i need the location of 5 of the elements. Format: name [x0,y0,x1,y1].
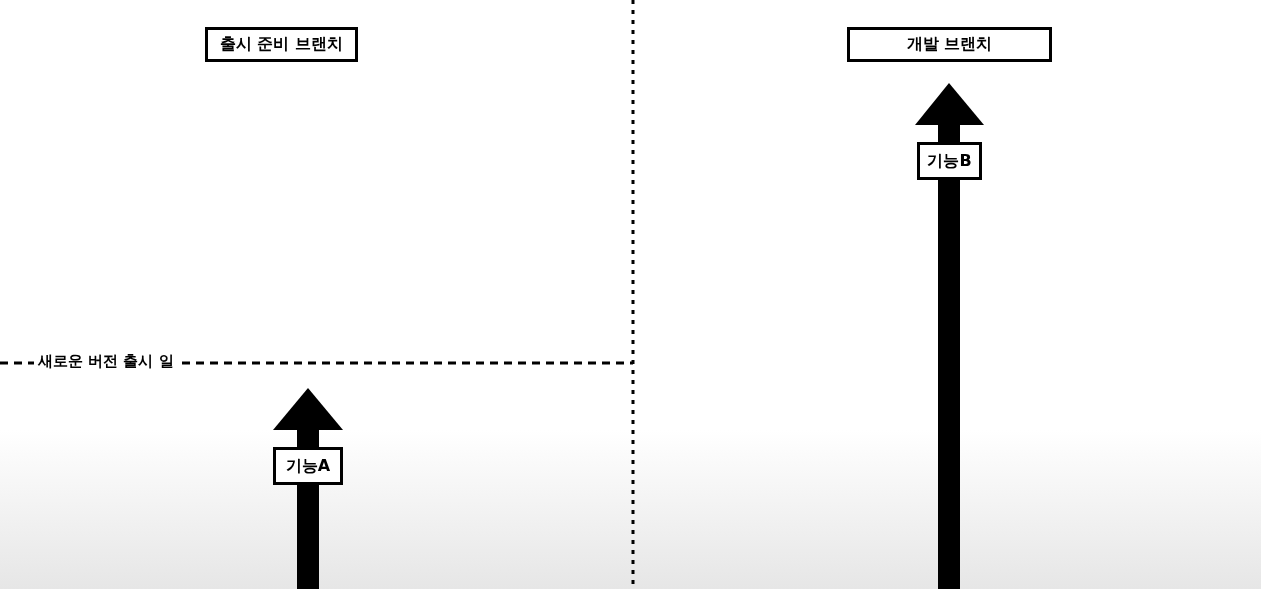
feature-label-box: 기능A [273,447,343,485]
branch-title-box: 출시 준비 브랜치 [205,27,358,62]
feature-label-box: 기능B [917,142,982,180]
branch-title-box: 개발 브랜치 [847,27,1052,62]
release-date-label: 새로운 버전 출시 일 [34,352,178,371]
